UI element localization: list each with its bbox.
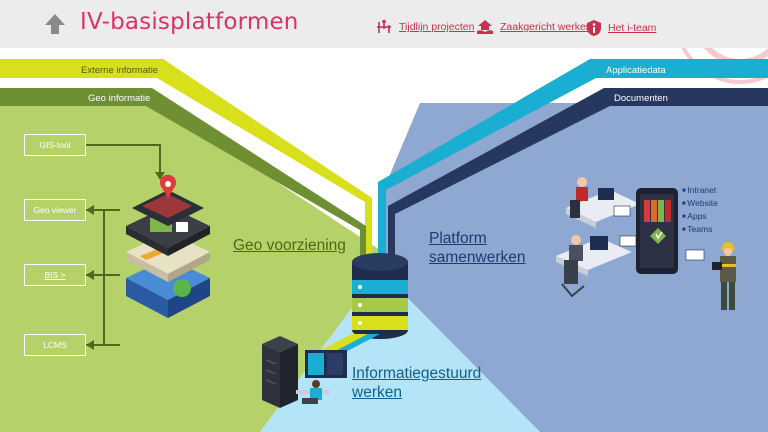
nav-link-label: Tijdlijn projecten — [399, 21, 475, 33]
nav-link-zaakgericht-werken[interactable]: Zaakgericht werken — [476, 19, 592, 35]
database-icon — [352, 253, 408, 339]
nav-link-label: Zaakgericht werken — [500, 21, 592, 33]
info-title-line1: Informatiegestuurd — [352, 365, 482, 382]
geo-tool-arrows — [86, 144, 165, 350]
band-label-externe-informatie: Externe informatie — [81, 65, 159, 76]
header-bar: IV-basisplatformen Tijdlijn projecten Za… — [0, 0, 768, 48]
list-item: Teams — [682, 223, 718, 236]
band-label-documenten: Documenten — [614, 93, 668, 104]
band-externe-informatie — [0, 59, 372, 262]
band-documenten — [388, 88, 768, 262]
info-title-line2: werken — [352, 384, 402, 401]
timeline-icon — [377, 19, 391, 33]
hands-house-icon — [477, 20, 493, 34]
nav-link-tijdlijn-projecten[interactable]: Tijdlijn projecten — [375, 19, 474, 35]
gis-tool-box: GIS-tool — [24, 134, 86, 156]
phone-folders-illustration — [636, 188, 705, 274]
platform-title-line1: Platform — [429, 230, 487, 247]
band-label-geo-informatie: Geo informatie — [88, 93, 151, 104]
band-geo-informatie — [0, 88, 366, 262]
platform-items-list: Intranet Website Apps Teams — [682, 184, 718, 236]
geo-viewer-box: Geo viewer — [24, 199, 86, 221]
platform-samenwerken-link[interactable]: Platform samenwerken — [429, 229, 529, 267]
list-item: Website — [682, 197, 718, 210]
geo-voorziening-link[interactable]: Geo voorziening — [233, 237, 346, 254]
informatiegestuurd-werken-link[interactable]: Informatiegestuurd werken — [352, 364, 492, 402]
nav-link-label: Het i-team — [608, 22, 657, 34]
list-item: Intranet — [682, 184, 718, 197]
bis-link-box[interactable]: BIS > — [24, 264, 86, 286]
server-workstation-illustration — [262, 336, 347, 408]
platform-title-line2: samenwerken — [429, 249, 526, 266]
info-shield-icon — [587, 20, 601, 36]
page-title: IV-basisplatformen — [80, 9, 299, 35]
nav-link-het-i-team[interactable]: Het i-team — [586, 19, 656, 37]
office-workers-illustration — [556, 177, 640, 298]
band-label-applicatiedata: Applicatiedata — [606, 65, 666, 76]
map-layers-illustration — [126, 174, 210, 318]
lcms-box: LCMS — [24, 334, 86, 356]
construction-worker-illustration — [712, 242, 736, 310]
list-item: Apps — [682, 210, 718, 223]
up-arrow-icon[interactable] — [44, 13, 66, 35]
